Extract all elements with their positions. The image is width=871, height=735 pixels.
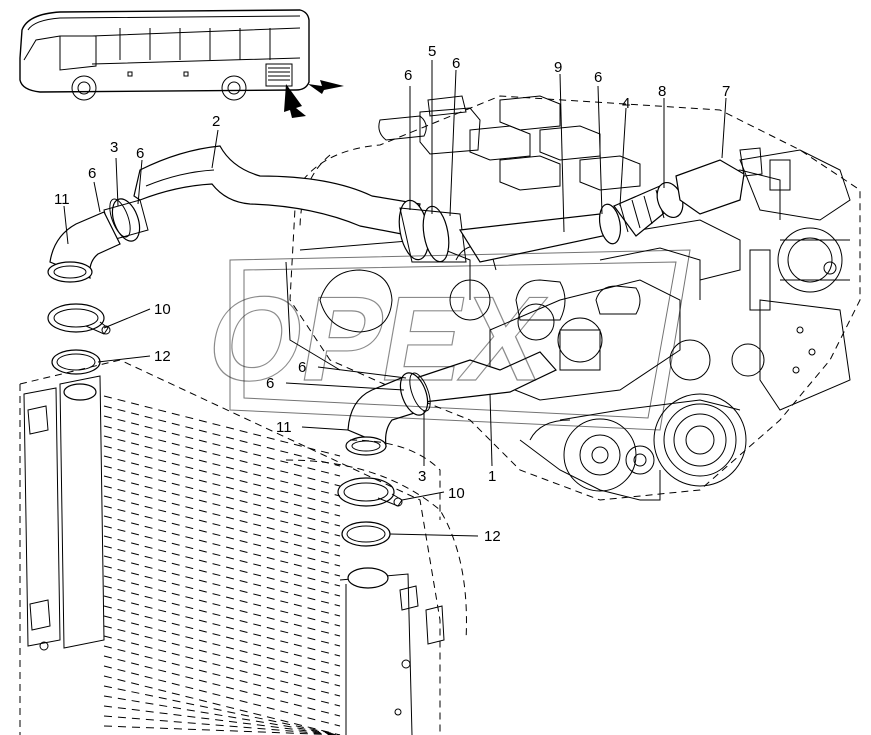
callout-6: 6 (136, 145, 144, 162)
clamp-10-upper (47, 303, 111, 335)
turbo-intake-pipe (675, 159, 745, 215)
cooler-fin-row (103, 655, 341, 717)
cooler-fin-row (103, 495, 341, 557)
cooler-fin-row (103, 475, 341, 537)
cooler-fin-row (103, 485, 341, 547)
callout-9: 9 (554, 59, 562, 76)
cooler-fin-grille (103, 395, 341, 735)
cooler-fin-row (103, 725, 341, 735)
callout-8: 8 (658, 83, 666, 100)
cooler-fin-row (103, 435, 341, 497)
cooler-fin-row (103, 705, 341, 735)
leader-lines (63, 60, 727, 537)
callout-7: 7 (722, 83, 730, 100)
cooler-fin-row (103, 635, 341, 697)
callout-10: 10 (154, 301, 171, 318)
cooler-fin-row (103, 425, 341, 487)
cooler-fin-row (103, 685, 341, 735)
cooler-fin-row (103, 555, 341, 617)
location-arrow-icon (284, 84, 306, 118)
cooler-fin-row (103, 715, 341, 735)
location-arrow-icon (308, 80, 344, 94)
charge-air-pipe-to-turbo (458, 181, 684, 263)
cooler-fin-row (103, 415, 341, 477)
cooler-fin-row (103, 605, 341, 667)
callout-12: 12 (154, 348, 171, 365)
hose-clamp (103, 198, 149, 242)
cooler-fin-row (103, 595, 341, 657)
cooler-fin-row (103, 455, 341, 517)
charge-air-connection-upper (398, 199, 467, 263)
cooler-fin-row (103, 665, 341, 727)
callout-6: 6 (594, 69, 602, 86)
callout-6: 6 (298, 359, 306, 376)
cooler-fin-row (103, 445, 341, 507)
callout-10: 10 (448, 485, 465, 502)
callout-11: 11 (276, 419, 292, 436)
ring-12-lower (341, 521, 391, 547)
callout-11: 11 (54, 191, 70, 208)
cooler-fin-row (103, 675, 341, 735)
cooler-fin-row (103, 535, 341, 597)
cooler-fin-row (103, 515, 341, 577)
rubber-elbow-upper (47, 211, 121, 283)
callout-5: 5 (428, 43, 436, 60)
callout-3: 3 (418, 468, 426, 485)
callout-labels: 2 3 6 6 11 10 12 6 5 6 9 6 4 8 7 6 6 11 … (54, 43, 730, 545)
callout-4: 4 (622, 95, 630, 112)
callout-6: 6 (452, 55, 460, 72)
cooler-fin-row (103, 405, 341, 467)
cooler-fin-row (103, 625, 341, 687)
cooler-fin-row (103, 575, 341, 637)
callout-1: 1 (488, 468, 496, 485)
cooler-fin-row (103, 525, 341, 587)
charge-air-pipe-upper (133, 145, 421, 237)
cooler-fin-row (103, 615, 341, 677)
watermark-text: OPEX (198, 272, 555, 406)
callout-2: 2 (212, 113, 220, 130)
cooler-fin-row (103, 395, 341, 457)
callout-12: 12 (484, 528, 501, 545)
bus-location-icon (19, 9, 310, 101)
cooler-fin-row (103, 465, 341, 527)
callout-6: 6 (88, 165, 96, 182)
cooler-fin-row (103, 565, 341, 627)
cooler-fin-row (103, 505, 341, 567)
clamp-10-lower (337, 477, 403, 507)
callout-3: 3 (110, 139, 118, 156)
callout-6: 6 (404, 67, 412, 84)
hose-clamp (399, 372, 431, 416)
cooler-fin-row (103, 585, 341, 647)
cooler-fin-row (103, 645, 341, 707)
watermark-logo: OPEX (198, 249, 691, 431)
charge-air-pipe-lower (409, 351, 557, 403)
ring-12-upper (51, 349, 101, 375)
cooler-fin-row (103, 695, 341, 735)
callout-6: 6 (266, 375, 274, 392)
cooler-fin-row (103, 545, 341, 607)
charge-air-cooler (19, 359, 467, 735)
